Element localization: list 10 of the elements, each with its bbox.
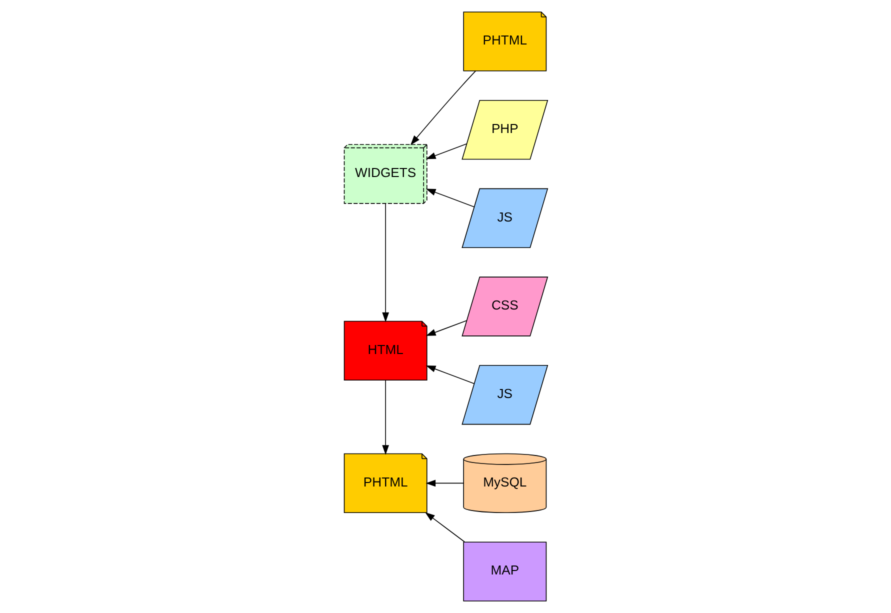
arrow [410,70,476,146]
arrow [425,320,466,336]
arrow [425,365,474,384]
node-box: MAP [462,542,546,602]
arrow [425,143,466,160]
arrow [425,188,474,208]
arrow [382,203,389,322]
arrow [382,380,389,455]
arrow [425,480,464,487]
arrow [424,512,464,542]
